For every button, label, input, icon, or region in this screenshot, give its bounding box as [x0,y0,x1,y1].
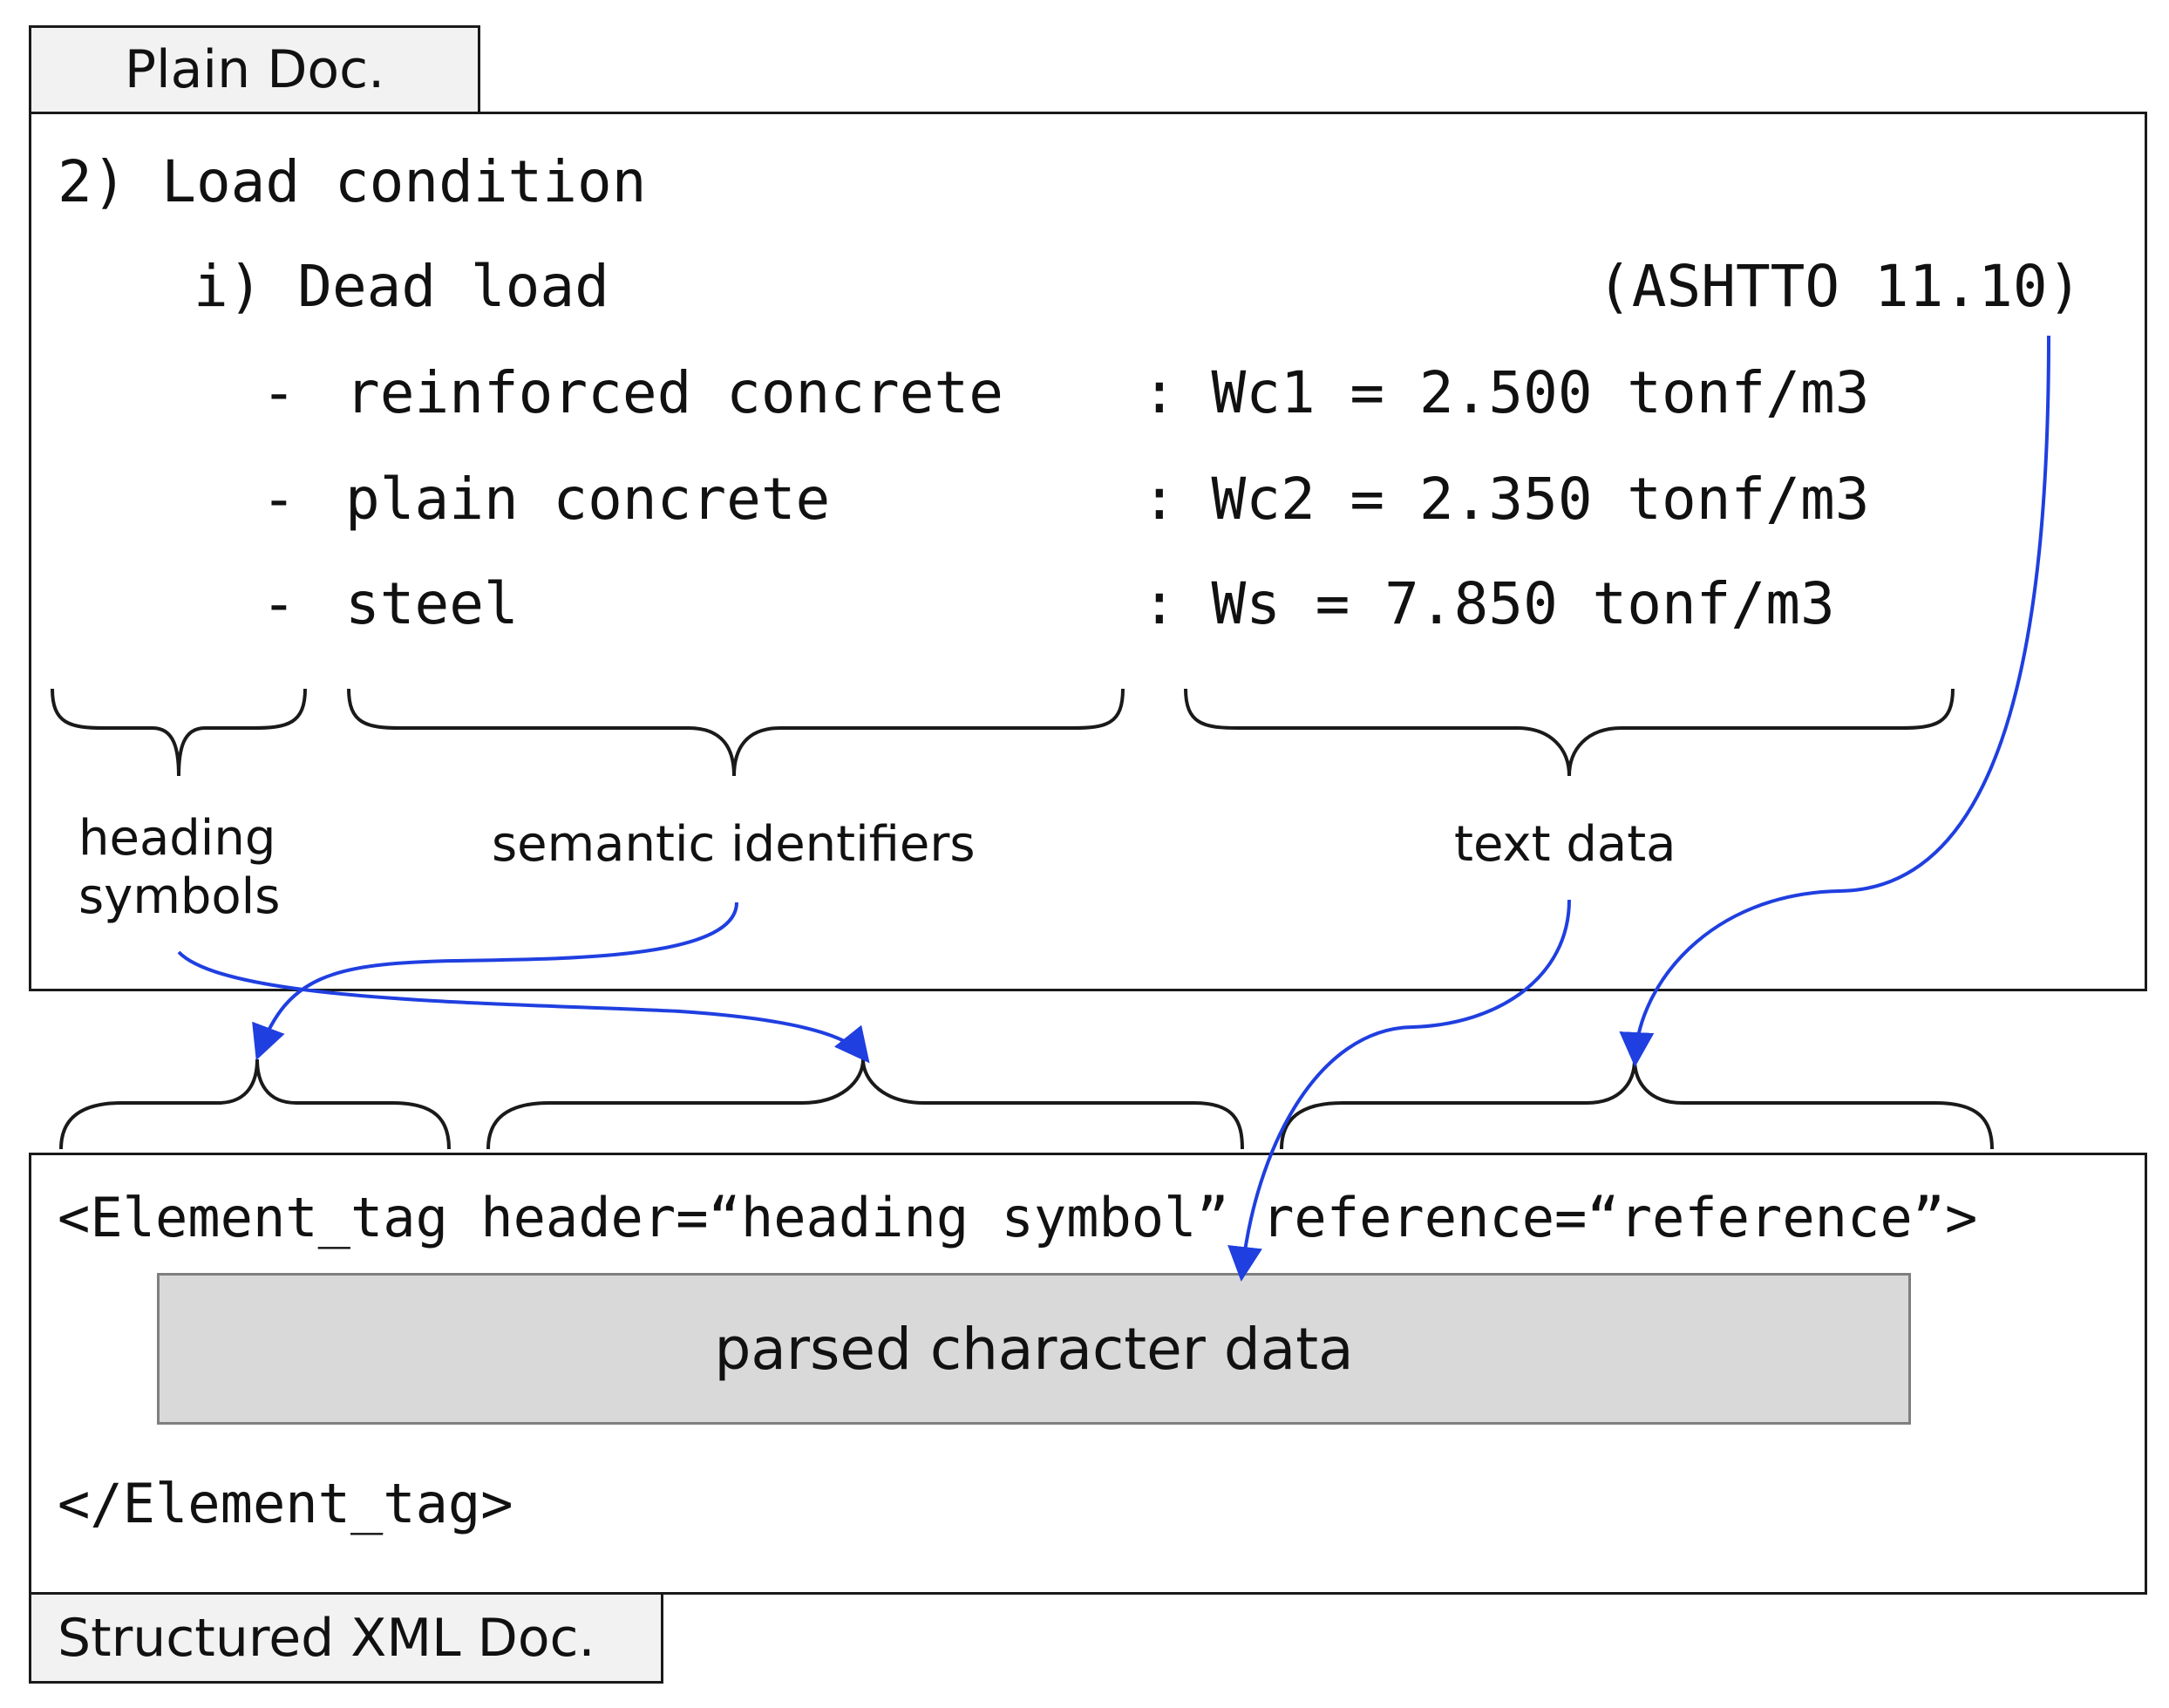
semantic-identifier: steel [345,570,519,637]
text-data: : Ws = 7.850 tonf/m3 [1142,570,1835,637]
text-data-label: text data [1454,816,1676,873]
xml-open-tag: <Element_tag header=“heading symbol” ref… [58,1186,1978,1249]
heading-symbols-label: heading symbols [78,809,280,926]
xml-close-tag: </Element_tag> [58,1472,513,1535]
xml-reference-brace [1280,1058,1994,1150]
xml-doc-tab-label: Structured XML Doc. [58,1607,595,1669]
plain-doc-tab-label: Plain Doc. [124,39,385,100]
pcdata-box: parsed character data [157,1273,1911,1425]
heading-line: 2) Load condition [58,148,647,215]
heading-symbols-label-line2: symbols [78,868,281,926]
heading-symbol: - [262,466,296,533]
plain-doc-panel [29,112,2147,991]
semantic-identifier: plain concrete [345,466,831,533]
plain-doc-tab: Plain Doc. [29,25,480,114]
heading-symbol: - [262,359,296,426]
semantic-identifier: reinforced concrete [345,359,1003,426]
text-data: : Wc1 = 2.500 tonf/m3 [1142,359,1870,426]
pcdata-label: parsed character data [714,1315,1354,1383]
text-data: : Wc2 = 2.350 tonf/m3 [1142,466,1870,533]
xml-doc-tab: Structured XML Doc. [29,1592,663,1684]
xml-identifier-brace [486,1058,1244,1150]
reference-text: (ASHTTO 11.10) [1597,253,2083,320]
xml-heading-brace [59,1058,451,1150]
heading-symbol: - [262,570,296,637]
heading-symbols-label-line1: heading [78,810,276,867]
semantic-identifiers-label: semantic identifiers [492,816,976,873]
subheading-line: i) Dead load [194,253,609,320]
